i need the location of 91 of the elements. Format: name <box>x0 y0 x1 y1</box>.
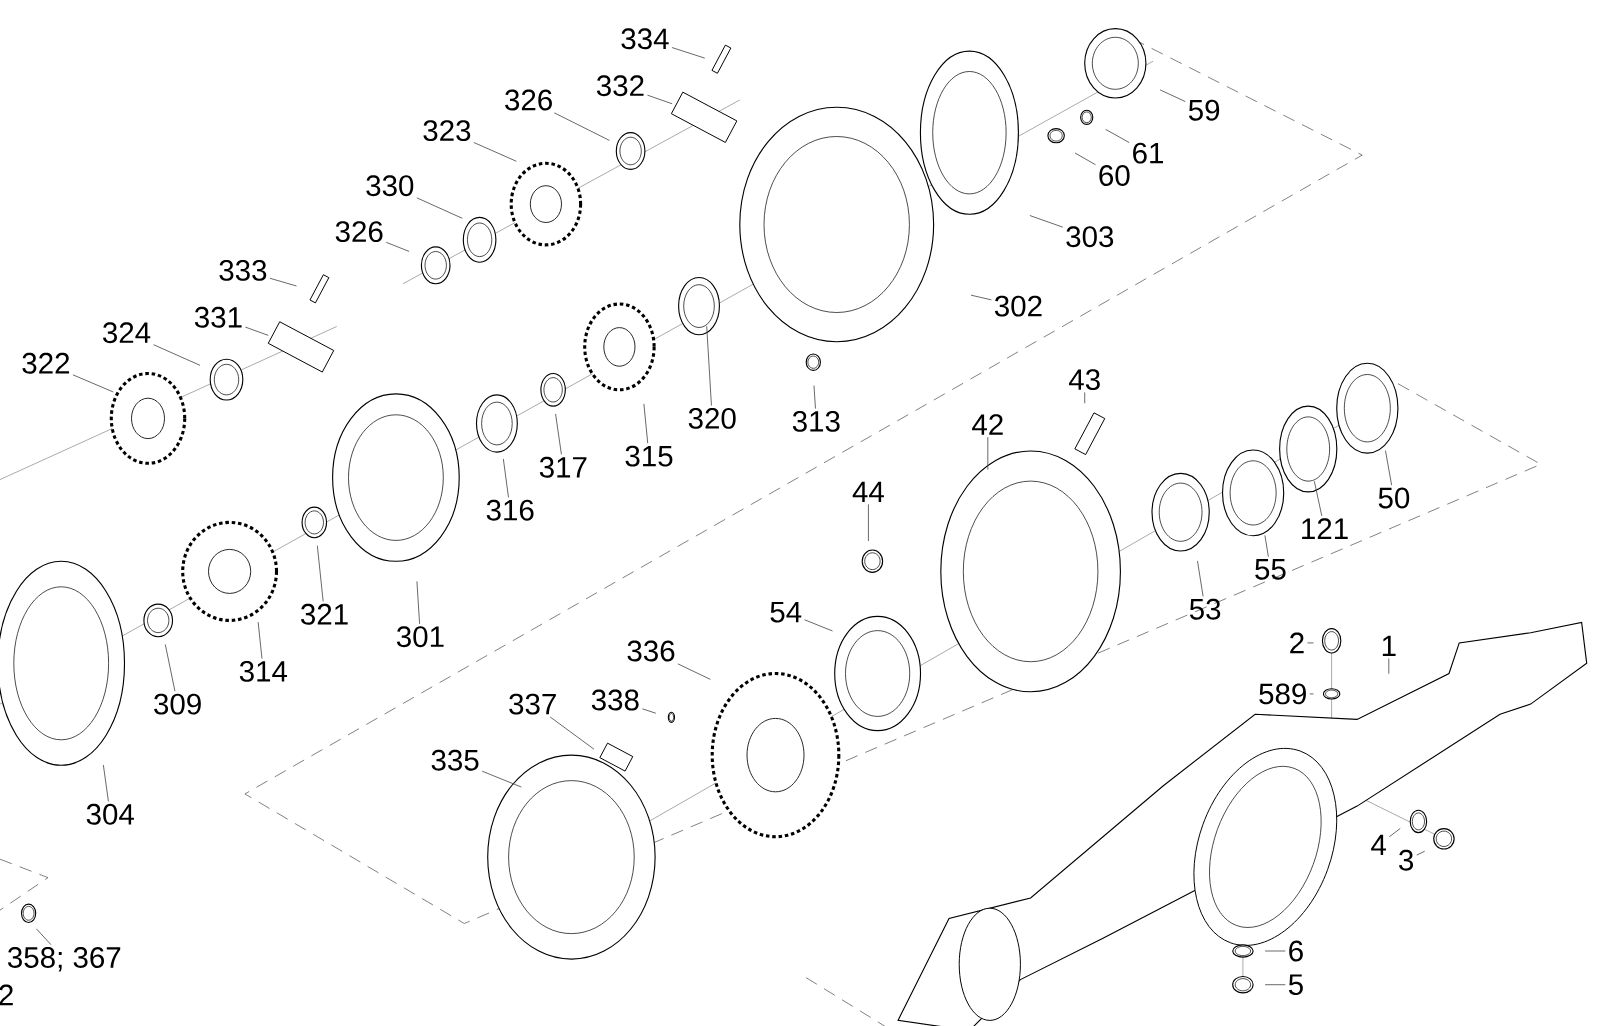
callout-number: 303 <box>1066 226 1114 248</box>
callout-number: 59 <box>1188 99 1220 121</box>
callout-number: 313 <box>792 410 840 432</box>
leader-line <box>1084 392 1086 404</box>
callout-number: 316 <box>486 499 534 521</box>
callout-number: 324 <box>103 322 151 344</box>
leader-line <box>1029 215 1064 228</box>
callout-number: 304 <box>86 803 134 825</box>
callout-number: 121 <box>1302 518 1348 539</box>
leader-line <box>706 325 712 406</box>
callout-number: 335 <box>431 749 479 771</box>
leader-line <box>555 413 562 455</box>
callout-number: 5 <box>1288 974 1303 995</box>
callout-number: 54 <box>770 601 802 623</box>
callout-number: 332 <box>596 75 644 97</box>
leader-line <box>677 663 711 680</box>
callout-number: 44 <box>852 481 884 502</box>
leader-line <box>813 385 816 409</box>
leader-line <box>1264 984 1286 986</box>
leader-line <box>1264 534 1269 558</box>
leader-line <box>416 580 421 625</box>
leader-line <box>1197 560 1204 597</box>
callout-number: 336 <box>627 640 675 662</box>
leader-line <box>502 458 509 498</box>
leader-line <box>553 112 610 141</box>
callout-number: 322 <box>22 352 70 374</box>
leader-line <box>164 644 176 692</box>
leader-line <box>1159 89 1186 102</box>
leader-line <box>647 94 673 105</box>
callout-number: 321 <box>301 603 348 625</box>
callout-number: 326 <box>505 89 552 111</box>
callout-number: 301 <box>396 626 444 648</box>
callout-number: 61 <box>1133 142 1163 164</box>
callout-number: 330 <box>366 175 414 197</box>
leader-line <box>643 403 649 444</box>
leader-line <box>1388 658 1390 675</box>
callout-number: 314 <box>239 660 288 682</box>
leader-line <box>970 294 992 301</box>
callout-number: 309 <box>154 693 201 715</box>
callout-number: 333 <box>219 259 267 281</box>
leader-line <box>102 764 109 802</box>
callout-number: 589 <box>1259 683 1306 705</box>
leader-line <box>671 47 706 59</box>
leader-line <box>1388 828 1401 838</box>
callout-number: 2 <box>1290 632 1304 654</box>
leader-line <box>1416 850 1426 856</box>
leader-line <box>35 928 52 946</box>
callout-number: 6 <box>1289 940 1303 962</box>
callout-number: 4 <box>1371 834 1386 856</box>
leader-line <box>385 241 410 252</box>
leader-line <box>1309 693 1314 695</box>
callout-number: 326 <box>335 221 383 243</box>
leader-line <box>416 197 463 219</box>
callout-number: 2 <box>0 984 13 1006</box>
leader-line <box>481 770 522 788</box>
leader-line <box>1313 480 1323 517</box>
callout-number: 302 <box>994 295 1042 317</box>
callout-number: 337 <box>509 693 556 715</box>
leader-line <box>245 326 269 336</box>
leader-line <box>473 142 517 162</box>
callout-number: 317 <box>539 456 587 478</box>
leader-line <box>641 708 657 714</box>
leader-line <box>72 374 114 393</box>
leader-line <box>1264 950 1286 952</box>
callout-number: 3 <box>1399 849 1414 871</box>
leader-line <box>987 436 989 471</box>
leader-line <box>153 344 201 366</box>
callout-number: 55 <box>1255 559 1286 580</box>
leader-line <box>549 716 595 750</box>
callout-number: 320 <box>688 407 736 429</box>
leader-line <box>257 621 263 659</box>
callout-number: 334 <box>621 28 669 50</box>
leader-line <box>316 545 324 602</box>
callout-number: 43 <box>1069 369 1100 391</box>
callout-number: 42 <box>972 414 1003 435</box>
leader-line <box>1307 642 1314 644</box>
callout-number: 1 <box>1382 635 1396 657</box>
leader-line <box>868 503 869 542</box>
leader-line <box>1105 128 1130 143</box>
callout-number: 53 <box>1189 598 1221 620</box>
callout-number: 50 <box>1378 487 1410 509</box>
callout-number: 60 <box>1099 165 1130 186</box>
leader-line <box>1385 450 1393 486</box>
callout-number: 331 <box>194 306 242 328</box>
callout-number: 315 <box>625 445 673 467</box>
callout-number: 338 <box>591 689 639 711</box>
leader-line <box>269 277 297 287</box>
leader-line <box>804 619 833 632</box>
callout-number: 323 <box>423 120 471 142</box>
callout-number: 358; 367 <box>7 947 121 972</box>
leader-line <box>1074 152 1096 166</box>
